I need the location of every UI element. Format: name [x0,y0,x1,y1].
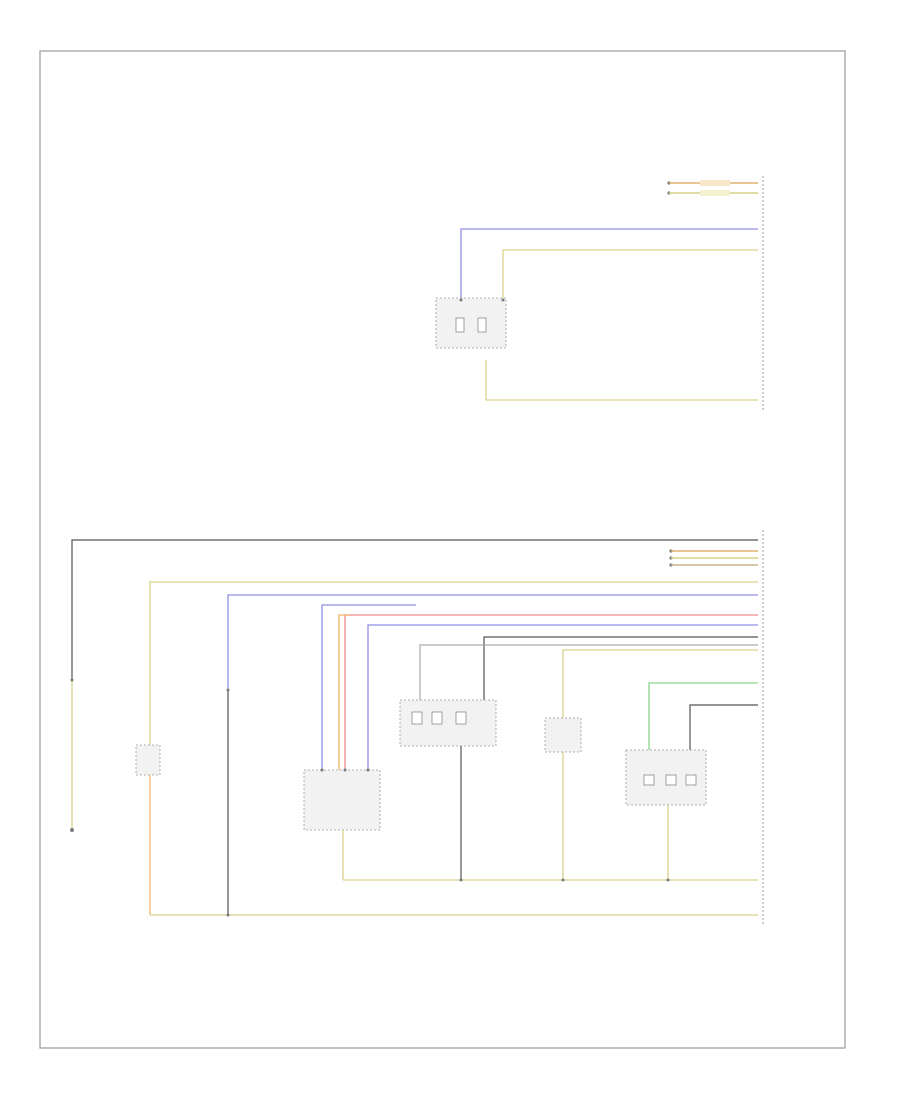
lower-yellow-wire-b [562,649,758,735]
lower-blue-wire-b [321,604,416,770]
lower-top-wires [669,549,758,567]
lower-violet-wire [689,704,758,750]
upper-circuit [435,176,764,410]
lower-lamp-module [135,744,161,915]
lower-motor [544,717,582,880]
lower-blue-wire-a [227,594,758,690]
lower-black-wire-b [483,636,758,710]
lower-right-switch [625,749,707,880]
splice-2 [561,878,565,882]
upper-blue-wire [460,228,758,300]
lower-yellow-wire-a [149,581,758,760]
splice-4 [226,913,230,917]
upper-switch [435,297,507,349]
upper-yellow-wire [502,249,758,300]
upper-ground-wire [485,360,758,401]
lower-window-switch [303,768,381,880]
diagram-frame [39,50,846,1049]
lower-blue-wire-c [367,624,758,770]
splice-1 [459,878,463,882]
lower-switch-a [226,688,230,915]
lower-circuit [70,530,764,925]
lower-orange-wire [338,614,350,770]
lower-center-switch [399,699,497,880]
upper-top-wires [667,180,758,196]
lower-left-lamp [70,678,74,832]
lower-green-wire [648,682,758,750]
lower-black-wire [71,539,758,680]
lower-gray-wire [419,644,758,710]
splice-3 [666,878,670,882]
